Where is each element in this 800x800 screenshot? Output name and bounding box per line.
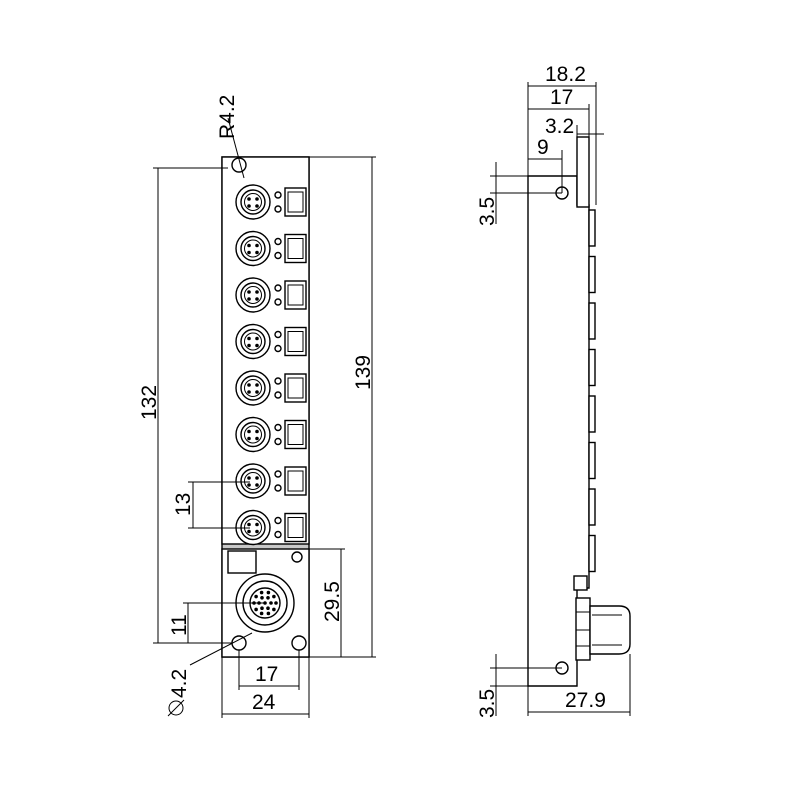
side-port-bump [588,534,596,573]
led-indicator [274,516,282,525]
dim-radius: R4.2 [216,95,239,139]
dim-connector-section: 29.5 [321,581,344,622]
dim-hole-center-depth: 9 [537,136,549,159]
label-window [284,512,307,543]
side-dimensions: 18.2 17 3.2 9 3.5 3.5 27.9 [476,63,631,718]
side-port-bumps [588,209,596,573]
port-group [235,184,307,546]
label-window [284,280,307,310]
led-indicator [274,423,282,432]
led-indicator [274,205,282,213]
dim-overall-width: 24 [252,691,276,714]
label-window [284,233,307,264]
mounting-hole-bottom-right [291,635,307,651]
led-indicator [274,391,282,399]
dim-port-pitch: 13 [172,493,195,516]
led-indicator [274,344,282,353]
side-view [527,136,631,687]
led-indicator [274,484,282,492]
dim-overall-length: 139 [352,355,375,390]
label-window [284,466,307,496]
led-indicator [274,330,282,339]
led-indicator [274,530,282,539]
dim-depth-17: 17 [550,86,573,109]
port-4 [235,323,307,360]
mounting-hole-bottom-left [231,635,247,651]
port-8 [235,509,307,546]
port-5 [235,370,307,406]
side-port-bump [588,255,596,294]
side-connector-plug [589,605,631,655]
label-window [284,326,307,357]
led-indicator [274,437,282,446]
side-port-bump [588,441,596,480]
dim-hole-diameter: 4.2 [168,669,191,698]
front-view [221,156,310,658]
side-port-bump [588,488,596,526]
led-indicator [274,237,282,246]
side-flange [576,136,590,208]
dim-bottom-hole-offset: 3.5 [476,689,499,718]
front-dimensions: R4.2 132 139 13 29.5 11 4.2 [138,95,376,718]
dim-length-holes: 132 [138,385,161,420]
label-window [284,187,307,217]
side-connector-base [573,575,588,591]
side-port-bump [588,395,596,433]
led-indicator [274,377,282,385]
led-indicator [274,298,282,306]
label-window [284,419,307,450]
dim-overall-depth: 18.2 [545,63,586,86]
led-indicator [274,191,282,199]
side-port-bump [588,209,596,247]
dim-hole-spacing: 17 [255,663,278,686]
led-indicator [274,470,282,478]
side-port-bump [588,348,596,387]
dim-connector-offset: 11 [168,614,191,636]
port-2 [235,230,307,267]
led-indicator [274,251,282,260]
dim-flange-thickness: 3.2 [545,115,574,138]
label-plate [227,550,257,574]
port-1 [235,184,307,220]
side-port-bump [588,302,596,340]
dim-top-hole-offset: 3.5 [476,197,499,226]
led-indicator [274,284,282,292]
side-connector-nut [575,597,591,661]
dim-depth-with-connector: 27.9 [565,689,606,712]
port-7 [235,463,307,499]
port-6 [235,416,307,453]
label-window [284,373,307,403]
port-3 [235,277,307,313]
small-hole [291,551,303,563]
